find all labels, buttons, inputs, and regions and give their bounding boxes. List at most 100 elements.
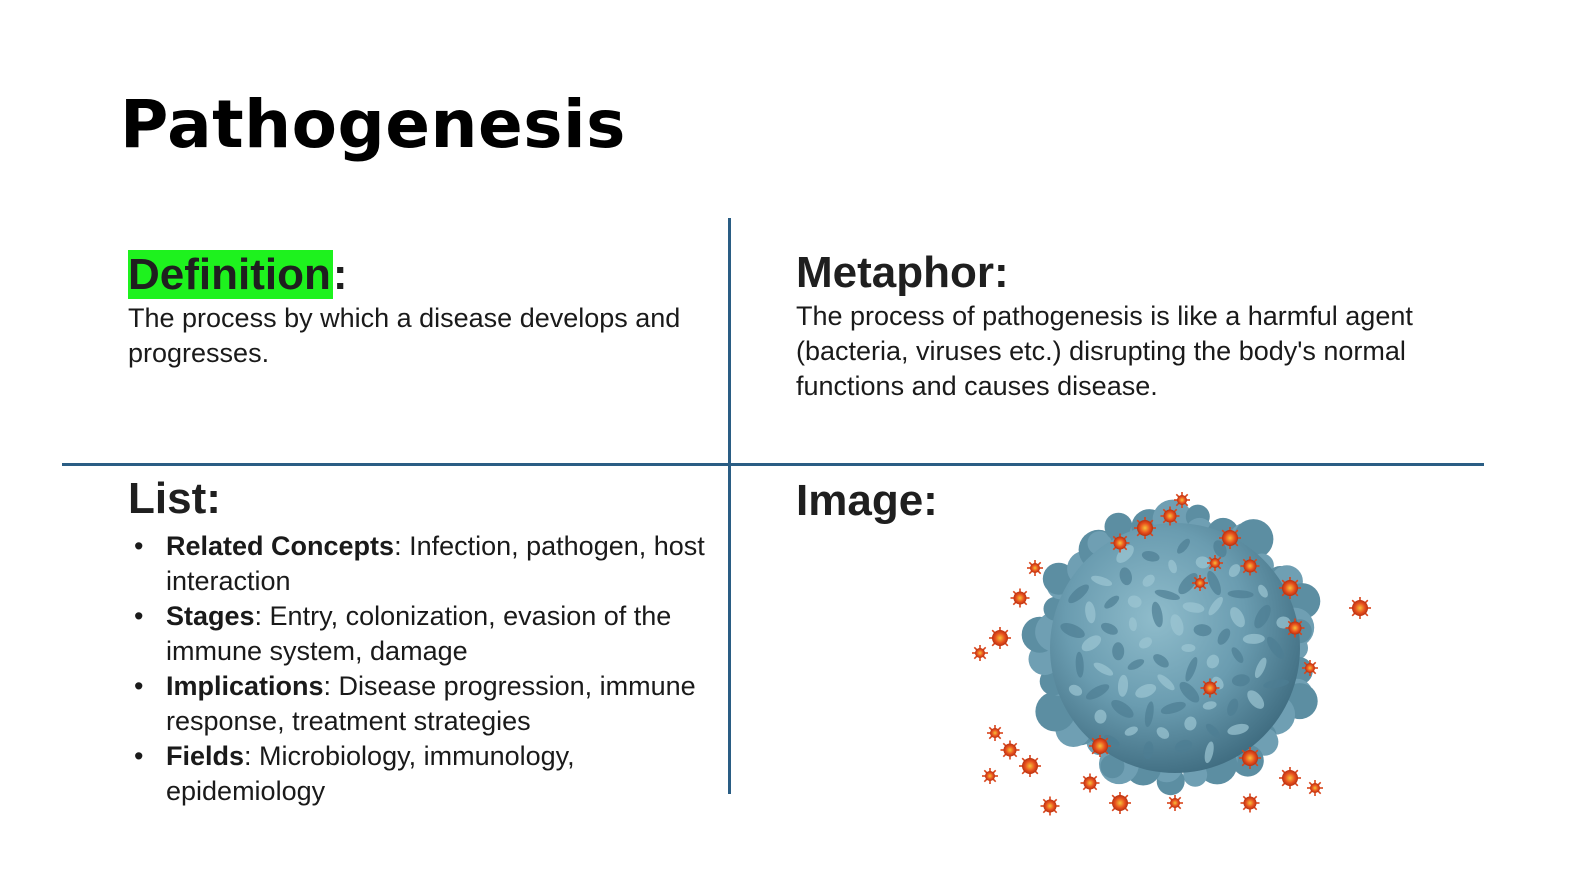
cell-texture xyxy=(1135,683,1157,698)
cell-texture xyxy=(1195,556,1210,569)
cell-texture xyxy=(1081,635,1102,652)
image-quadrant: Image: xyxy=(796,476,938,527)
cell-texture xyxy=(1085,684,1110,700)
virus-particle xyxy=(1285,618,1305,638)
virus-particle xyxy=(1279,577,1301,599)
cell-texture xyxy=(1144,701,1154,728)
cell-texture xyxy=(1142,574,1155,587)
bullet-icon: • xyxy=(134,670,144,701)
cell-texture xyxy=(1193,624,1212,637)
cell-texture xyxy=(1112,642,1125,661)
virus-particle xyxy=(1010,588,1030,608)
list-item-text: : Entry, colonization, evasion of the im… xyxy=(166,600,672,666)
cell-texture xyxy=(1231,647,1244,663)
list-item-term: Fields xyxy=(166,740,245,771)
cell-texture xyxy=(1094,709,1107,724)
list-item: •Implications: Disease progression, immu… xyxy=(128,669,708,739)
virus-particle xyxy=(1109,792,1131,814)
cell-texture xyxy=(1156,727,1170,739)
metaphor-text: The process of pathogenesis is like a ha… xyxy=(796,300,1413,401)
metaphor-quadrant: Metaphor: The process of pathogenesis is… xyxy=(796,248,1446,404)
virus-particle xyxy=(982,768,998,784)
virus-particle xyxy=(1110,533,1130,553)
virus-particle xyxy=(1240,556,1260,576)
cell-texture xyxy=(1117,674,1129,697)
cell-texture xyxy=(1174,739,1193,753)
virus-particle xyxy=(1027,560,1043,576)
cell-texture xyxy=(1184,716,1197,731)
list-item: • Related Concepts: Infection, pathogen, … xyxy=(128,529,708,599)
virus-particle xyxy=(972,645,988,661)
cell-texture xyxy=(1263,679,1289,689)
list-item: • Fields: Microbiology, immunology, epide… xyxy=(128,739,708,809)
cell-texture xyxy=(1202,701,1217,710)
list-item-text: : Infection, pathogen, host interaction xyxy=(166,530,705,596)
cell-texture xyxy=(1154,589,1180,601)
cell-texture xyxy=(1170,614,1184,636)
list-quadrant: List: • Related Concepts: Infection, path… xyxy=(128,474,708,809)
virus-particle xyxy=(1080,773,1100,793)
list-item-term: Stages xyxy=(166,600,255,631)
cell-texture xyxy=(1227,590,1254,599)
definition-heading-highlight: Definition xyxy=(128,250,333,299)
definition-heading: Definition: xyxy=(128,250,688,301)
cell-texture xyxy=(1104,595,1120,609)
cell-texture xyxy=(1141,551,1160,562)
cell-texture xyxy=(1181,644,1196,652)
bullet-icon: • xyxy=(134,740,144,771)
definition-quadrant: Definition: The process by which a disea… xyxy=(128,250,688,371)
list-item-text: : Disease progression, immune response, … xyxy=(166,670,696,736)
virus-particle xyxy=(1307,780,1323,796)
virus-particle xyxy=(1160,506,1180,526)
cell-texture xyxy=(1119,567,1132,586)
cell-texture xyxy=(1153,654,1169,668)
definition-heading-colon: : xyxy=(332,250,348,299)
cell-texture xyxy=(1227,723,1249,735)
virus-particle xyxy=(987,725,1003,741)
virus-particle xyxy=(1302,660,1318,676)
bullet-list: • Related Concepts: Infection, pathogen, … xyxy=(128,529,708,809)
bullet-icon: • xyxy=(134,530,144,561)
cell-texture xyxy=(1143,741,1154,760)
cell-texture xyxy=(1160,701,1186,715)
list-item-text: : Microbiology, immunology, epidemiology xyxy=(166,740,575,806)
cell-texture xyxy=(1128,617,1137,632)
virus-particle xyxy=(1192,575,1208,591)
list-heading: List: xyxy=(128,474,221,523)
list-item-term: Related Concepts xyxy=(166,530,395,561)
cell-texture xyxy=(1242,633,1265,644)
virus-particle xyxy=(1167,795,1183,811)
cell-texture xyxy=(1060,622,1085,639)
cell-core xyxy=(1050,523,1300,773)
cell-texture xyxy=(1276,616,1291,629)
virus-particle xyxy=(1200,678,1220,698)
cell-texture xyxy=(1124,726,1138,736)
cell-texture xyxy=(1100,622,1118,635)
virus-particle xyxy=(1174,492,1190,508)
cell-texture xyxy=(1111,699,1134,718)
definition-text: The process by which a disease develops … xyxy=(128,302,681,368)
virus-particle xyxy=(1239,747,1261,769)
cell-texture xyxy=(1217,628,1231,645)
cell-texture xyxy=(1258,584,1268,598)
cell-texture xyxy=(1227,698,1239,716)
cell-texture xyxy=(1104,734,1120,747)
cell-texture xyxy=(1127,659,1145,670)
bullet-icon: • xyxy=(134,600,144,631)
cell-texture xyxy=(1230,607,1245,628)
vertical-divider xyxy=(728,218,731,794)
cell-texture xyxy=(1085,601,1096,624)
cell-texture xyxy=(1168,559,1177,574)
virus-particle xyxy=(1000,740,1020,760)
virus-cell-icon xyxy=(972,492,1371,816)
cell-texture xyxy=(1231,674,1250,687)
virus-particle xyxy=(1219,527,1241,549)
cell-texture xyxy=(1182,602,1205,613)
cell-texture xyxy=(1204,741,1214,764)
virus-particle xyxy=(989,627,1011,649)
slide-title: Pathogenesis xyxy=(120,86,626,163)
cell-texture xyxy=(1138,637,1153,649)
virus-particle xyxy=(1349,597,1371,619)
cell-texture xyxy=(1205,723,1220,738)
metaphor-heading: Metaphor: xyxy=(796,248,1009,297)
